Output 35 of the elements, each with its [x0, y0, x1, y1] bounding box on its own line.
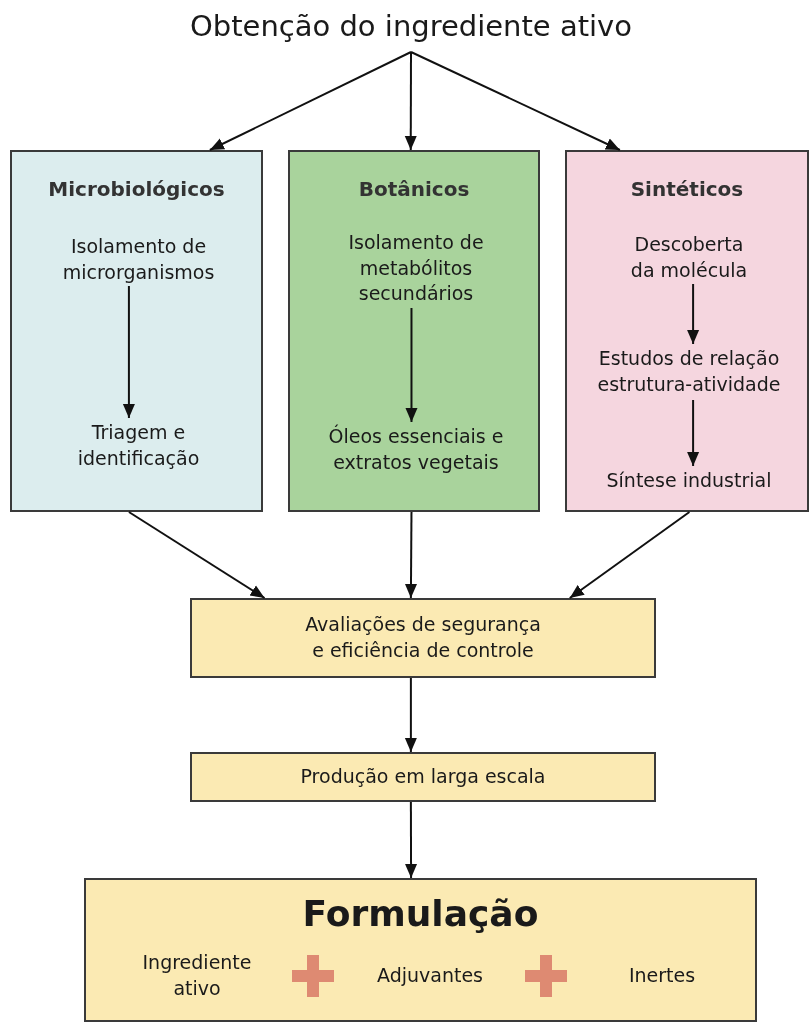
category-heading: Sintéticos: [629, 176, 745, 203]
process-box: [84, 878, 757, 1022]
step-text: Descoberta da molécula: [629, 232, 749, 283]
step-text: Óleos essenciais e extratos vegetais: [327, 424, 505, 475]
component-text: Inertes: [627, 963, 697, 989]
category-box: [565, 150, 809, 512]
arrow: [687, 399, 700, 467]
category-heading: Microbiológicos: [47, 176, 226, 203]
step-text: Triagem e identificação: [76, 420, 201, 471]
arrow: [208, 51, 412, 151]
step-text: Síntese industrial: [605, 468, 773, 493]
process-box: [190, 598, 656, 678]
step-text: Avaliações de segurança e eficiência de controle: [304, 612, 542, 663]
step-text: Produção em larga escala: [300, 764, 546, 790]
step-text: Estudos de relação estrutura-atividade: [596, 346, 782, 397]
process-box: [190, 752, 656, 802]
category-box: [288, 150, 540, 512]
arrow: [687, 283, 700, 345]
arrow: [410, 51, 621, 151]
arrow: [404, 51, 417, 151]
category-heading: Botânicos: [357, 176, 471, 203]
arrow: [404, 677, 417, 753]
step-text: Isolamento de microrganismos: [61, 234, 216, 285]
arrow: [568, 511, 691, 599]
arrow: [122, 285, 135, 419]
arrow: [405, 801, 418, 879]
component-text: Adjuvantes: [376, 963, 484, 989]
step-text: Isolamento de metabólitos secundários: [347, 230, 485, 307]
category-box: [10, 150, 263, 512]
arrow: [127, 511, 266, 599]
component-text: Ingrediente ativo: [141, 950, 253, 1001]
diagram-heading: Obtenção do ingrediente ativo: [188, 8, 634, 45]
arrow: [405, 307, 418, 423]
arrow: [405, 511, 417, 599]
formulation-heading: Formulação: [301, 892, 540, 936]
